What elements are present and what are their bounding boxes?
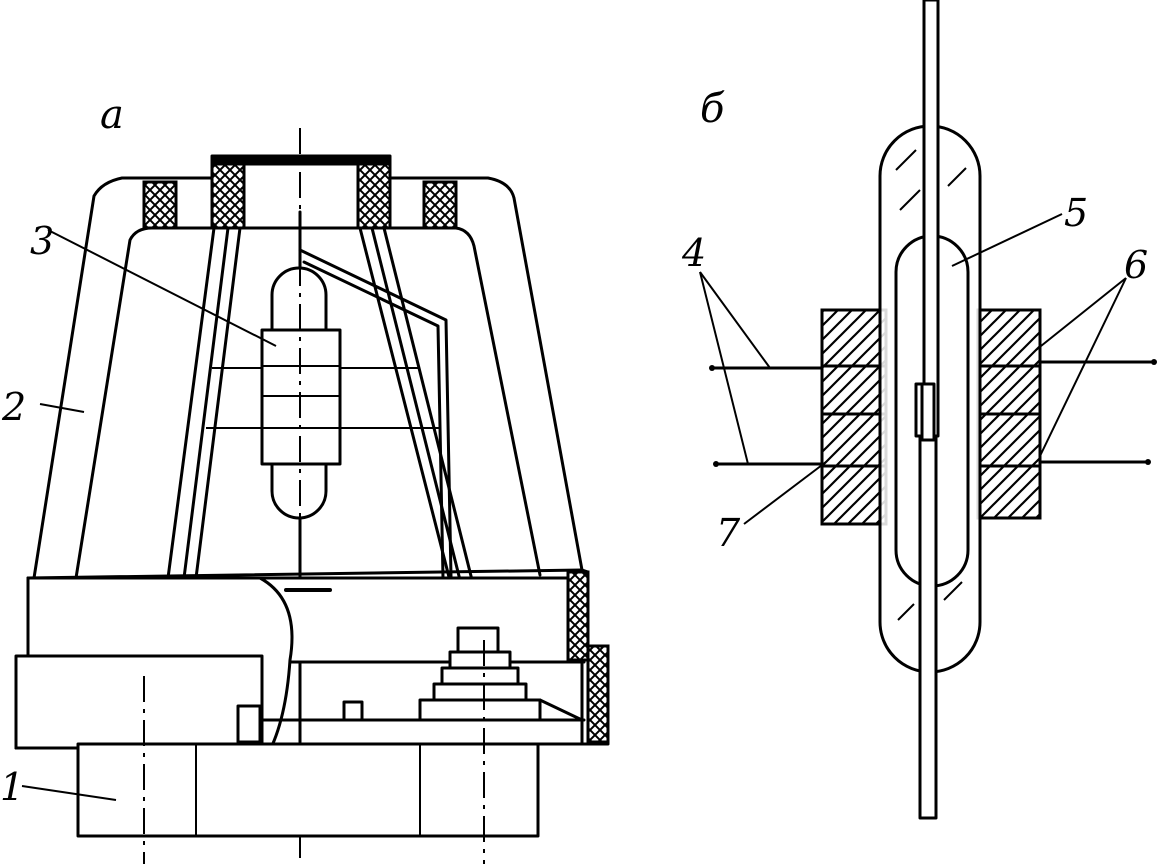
leader-1 (21, 785, 117, 801)
leader-6a (1035, 277, 1127, 351)
leader-7 (743, 461, 827, 525)
terminal-stack (456, 626, 500, 654)
label-3: 3 (30, 219, 54, 263)
panel-a-label: а (100, 92, 124, 138)
reed-upper (922, 0, 940, 438)
leader-4b (699, 271, 749, 465)
gasket-left-outer (142, 180, 178, 230)
leader-4a (699, 271, 771, 369)
magnet-left (820, 308, 888, 526)
leader-3 (47, 229, 277, 347)
label-4: 4 (681, 231, 706, 275)
mount-block (14, 654, 264, 750)
gasket-right-inner (356, 162, 392, 230)
label-5: 5 (1064, 191, 1088, 235)
label-6: 6 (1124, 243, 1148, 287)
seal-right-lower (586, 644, 610, 744)
reed-lower (914, 382, 938, 820)
label-7: 7 (716, 511, 741, 555)
seal-right-upper (566, 570, 590, 662)
panel-a-drawing (14, 128, 610, 864)
leader-6b (1039, 277, 1127, 457)
panel-b-drawing (709, 0, 1157, 820)
label-1: 1 (0, 765, 24, 809)
base-foot (76, 742, 540, 838)
leader-5 (951, 213, 1063, 267)
panel-b-label: б (700, 86, 725, 132)
gasket-right-outer (422, 180, 458, 230)
leader-2 (39, 403, 85, 413)
label-2: 2 (1, 385, 26, 429)
gasket-left-inner (210, 162, 246, 230)
